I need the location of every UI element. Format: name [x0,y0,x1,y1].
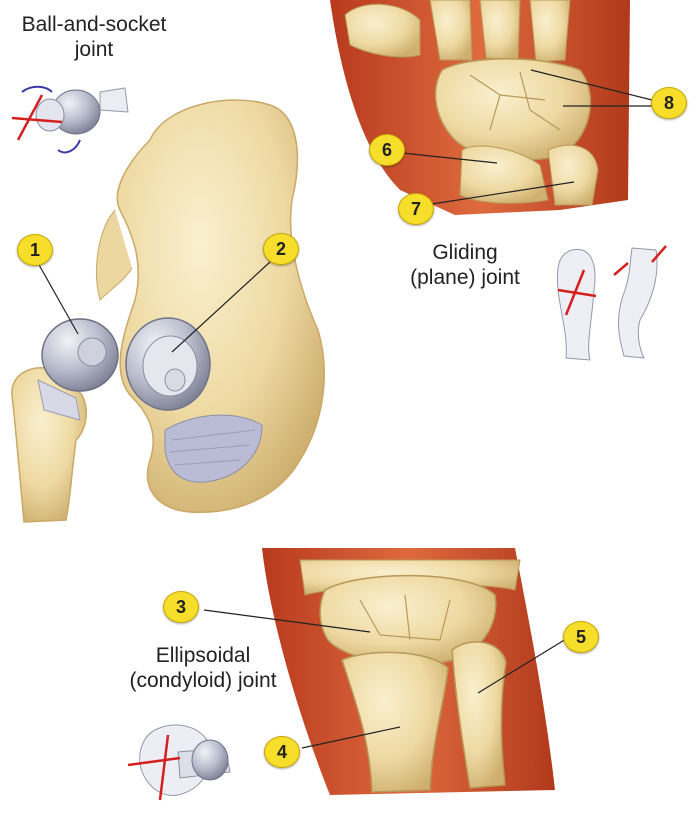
leader-lines [37,69,653,749]
ball-and-socket-line2: joint [74,38,114,61]
gliding-line2: (plane) joint [410,266,520,289]
ellipsoidal-joint-icon [127,724,231,801]
ball-and-socket-joint-label: Ball-and-socket joint [8,12,180,62]
femur [11,367,88,523]
marker-2: 2 [263,233,299,265]
marker-3: 3 [163,591,199,623]
ellipsoidal-line1: Ellipsoidal [155,644,251,667]
marker-4: 4 [264,736,300,768]
gliding-joint-icon [556,245,667,361]
wrist-top-bones [344,0,599,206]
marker-7: 7 [398,193,434,225]
ellipsoidal-line2: (condyloid) joint [129,669,277,692]
hip-ligament [164,414,263,483]
marker-8: 8 [651,87,687,119]
ball-socket-joint-icon [11,85,129,154]
marker-5: 5 [563,621,599,653]
ellipsoidal-joint-label: Ellipsoidal (condyloid) joint [118,643,288,693]
wrist-bottom-bones [299,559,521,793]
gliding-line1: Gliding [432,241,498,264]
hip-socket [125,317,211,411]
marker-6: 6 [369,134,405,166]
femoral-head [41,318,119,392]
ball-and-socket-line1: Ball-and-socket [21,13,167,36]
marker-1: 1 [17,234,53,266]
gliding-joint-label: Gliding (plane) joint [390,240,540,290]
